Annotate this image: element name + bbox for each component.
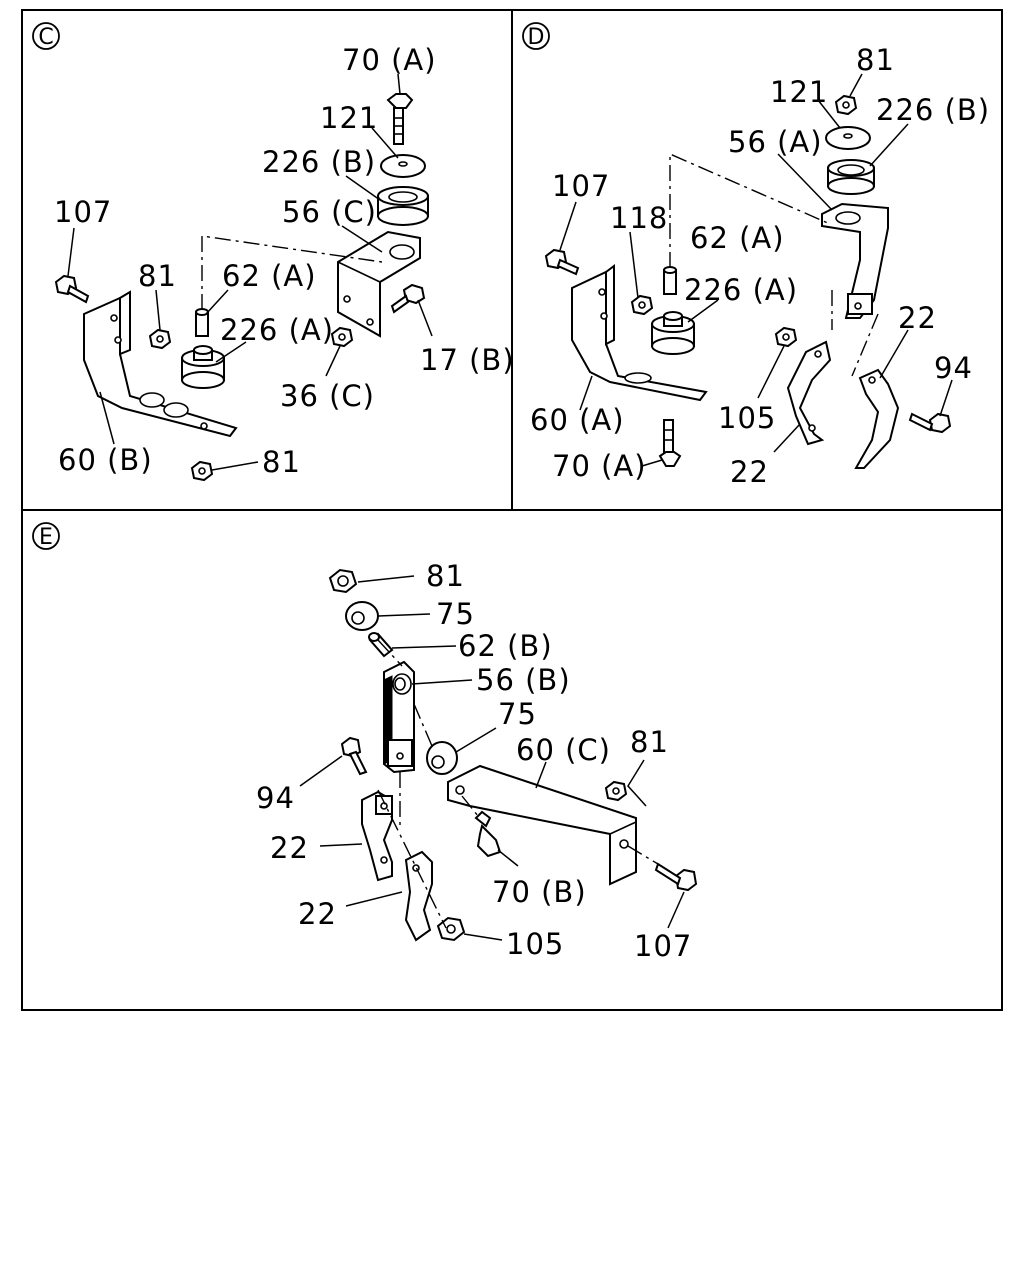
label-56c: 56 (C) [282,195,377,229]
label-94-d: 94 [934,351,973,385]
bush-75b-e [426,741,458,775]
clamp-22b-e [404,850,433,942]
label-70a-c: 70 (A) [342,43,437,77]
bracket-56b [383,660,415,774]
collar-62b [368,632,394,658]
label-94-e: 94 [256,781,295,815]
bolt-107-e [654,862,698,892]
panel-e-leaders [299,575,685,941]
label-81b-c: 81 [262,445,301,479]
label-17b: 17 (B) [420,343,515,377]
bolt-107-c [54,274,90,304]
label-107-d: 107 [552,169,610,203]
nut-105-d [774,326,798,348]
panel-e-frame [21,509,1003,1011]
bolt-17b [390,283,426,314]
panel-e: E [32,522,698,963]
label-75b-e: 75 [498,697,537,731]
bracket-56c [337,230,421,338]
bolt-70b-e [474,810,502,858]
washer-121-d [825,126,871,150]
washer-121-c [380,154,426,178]
grommet-226b-c [377,186,429,226]
label-22-top-d: 22 [898,301,937,335]
panel-e-title: E [39,525,53,550]
panel-c-title: C [38,25,53,50]
label-107-e: 107 [634,929,692,963]
label-121-d: 121 [770,75,828,109]
label-70a-d: 70 (A) [552,449,647,483]
nut-81b-e [604,780,628,802]
label-70b-e: 70 (B) [492,875,587,909]
panel-d-title: D [528,25,545,50]
label-62a-c: 62 (A) [222,259,317,293]
label-62b: 62 (B) [458,629,553,663]
nut-81a-e [328,568,358,594]
clamp-22-right-d [854,368,900,469]
label-22a-e: 22 [270,831,309,865]
label-226b-d: 226 (B) [876,93,990,127]
nut-81b-c [190,460,214,482]
panel-d: D [522,22,990,489]
clamp-22a-e [361,790,393,882]
label-81a-e: 81 [426,559,465,593]
label-75a-e: 75 [436,597,475,631]
nut-81-d [834,94,858,116]
panel-d-leaders [559,73,953,467]
collar-62a-d [663,266,677,295]
label-56a: 56 (A) [728,125,823,159]
bracket-60a [571,264,708,402]
grommet-226b-d [827,159,875,195]
panel-c: C [32,22,515,482]
label-60b: 60 (B) [58,443,153,477]
panel-e-title-circle [32,522,60,550]
label-22b-e: 22 [298,897,337,931]
label-105-e: 105 [506,927,564,961]
nut-36c [330,326,354,348]
bolt-94-d [908,412,952,434]
bolt-70a-d [658,419,682,467]
label-22-bottom-d: 22 [730,455,769,489]
bush-75a-e [345,601,379,631]
label-226b-c: 226 (B) [262,145,376,179]
label-81-d: 81 [856,43,895,77]
panel-c-leaders [67,73,433,471]
nut-105-e [436,916,466,942]
label-36c: 36 (C) [280,379,375,413]
clamp-22-left-d [786,340,832,446]
label-226a-d: 226 (A) [684,273,798,307]
label-60a: 60 (A) [530,403,625,437]
nut-81a-c [148,328,172,350]
bolt-70a-c [386,93,414,145]
panel-c-title-circle [32,22,60,50]
label-62a-d: 62 (A) [690,221,785,255]
label-118: 118 [610,201,668,235]
label-105-d: 105 [718,401,776,435]
bracket-60c [447,764,637,886]
nut-118 [630,294,654,316]
mount-226a-c [181,345,225,389]
bolt-94-e [340,736,368,776]
label-56b: 56 (B) [476,663,571,697]
label-81b-e: 81 [630,725,669,759]
label-226a-c: 226 (A) [220,313,334,347]
mount-226a-d [651,311,695,355]
collar-62a-c [195,308,209,337]
label-81a-c: 81 [138,259,177,293]
label-121-c: 121 [320,101,378,135]
panel-d-title-circle [522,22,550,50]
label-60c: 60 (C) [516,733,611,767]
bolt-107-d [544,248,580,276]
label-107-c: 107 [54,195,112,229]
bracket-56a [821,202,889,319]
bracket-60b [83,290,238,438]
